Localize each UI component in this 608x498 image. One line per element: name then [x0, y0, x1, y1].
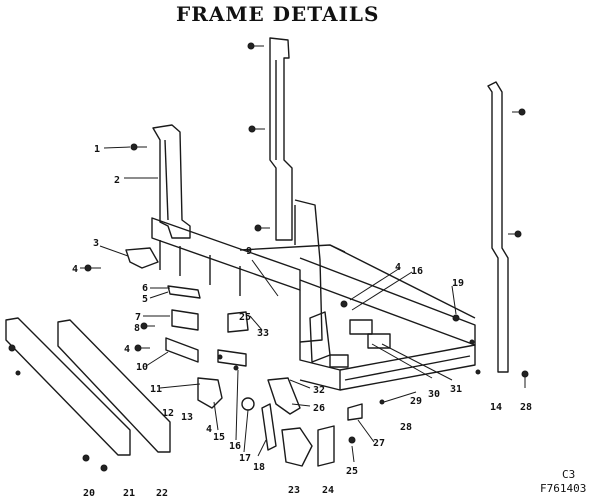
leader-lines — [80, 146, 457, 463]
small-parts-left — [125, 247, 363, 467]
callout-30: 30 — [428, 389, 440, 400]
callout-17: 17 — [239, 453, 251, 464]
callout-26: 26 — [313, 403, 325, 414]
callout-12: 12 — [162, 408, 174, 419]
callout-20: 20 — [83, 488, 95, 498]
callout-13: 13 — [181, 412, 193, 423]
front-rail-21 — [5, 317, 131, 456]
callout-22: 22 — [156, 488, 168, 498]
callout-28-b: 28 — [520, 402, 532, 413]
rear-center-upright — [269, 37, 293, 241]
callout-25-a: 25 — [239, 312, 251, 323]
callout-2: 2 — [114, 175, 120, 186]
callout-28-a: 28 — [400, 422, 412, 433]
callout-8: 8 — [134, 323, 140, 334]
callout-4-d: 4 — [395, 262, 401, 273]
callout-15: 15 — [213, 432, 225, 443]
callout-3: 3 — [93, 238, 99, 249]
callout-24: 24 — [322, 485, 334, 496]
callout-9: 9 — [246, 246, 252, 257]
callout-21: 21 — [123, 488, 135, 498]
footer-code: C3 — [562, 468, 576, 481]
callout-16-b: 16 — [411, 266, 423, 277]
callout-23: 23 — [288, 485, 300, 496]
screws-left — [8, 143, 481, 472]
right-frame-side — [329, 300, 475, 368]
callout-16-a: 16 — [229, 441, 241, 452]
main-frame — [151, 199, 476, 391]
callout-1: 1 — [94, 144, 100, 155]
left-front-upright — [152, 124, 191, 239]
right-tall-upright — [487, 81, 509, 373]
callout-27: 27 — [373, 438, 385, 449]
page-title: FRAME DETAILS — [176, 2, 380, 26]
callout-29: 29 — [410, 396, 422, 407]
screw-top-center — [247, 42, 270, 232]
callout-14: 14 — [490, 402, 502, 413]
callout-18: 18 — [253, 462, 265, 473]
callout-25-b: 25 — [346, 466, 358, 477]
callout-7: 7 — [135, 312, 141, 323]
callout-32: 32 — [313, 385, 325, 396]
callout-4-c: 4 — [206, 424, 212, 435]
callout-11: 11 — [150, 384, 162, 395]
footer-figure-number: F761403 — [540, 482, 587, 495]
callout-4-b: 4 — [124, 344, 130, 355]
callout-4-a: 4 — [72, 264, 78, 275]
callout-labels: 1 2 3 4 5 6 7 8 4 9 10 11 12 13 4 15 16 … — [72, 144, 532, 498]
callout-19: 19 — [452, 278, 464, 289]
callout-10: 10 — [136, 362, 148, 373]
front-rail-22 — [57, 319, 171, 453]
callout-5: 5 — [142, 294, 148, 305]
callout-6: 6 — [142, 283, 148, 294]
callout-31: 31 — [450, 384, 462, 395]
callout-33: 33 — [257, 328, 269, 339]
screw-right-upright — [508, 108, 529, 388]
